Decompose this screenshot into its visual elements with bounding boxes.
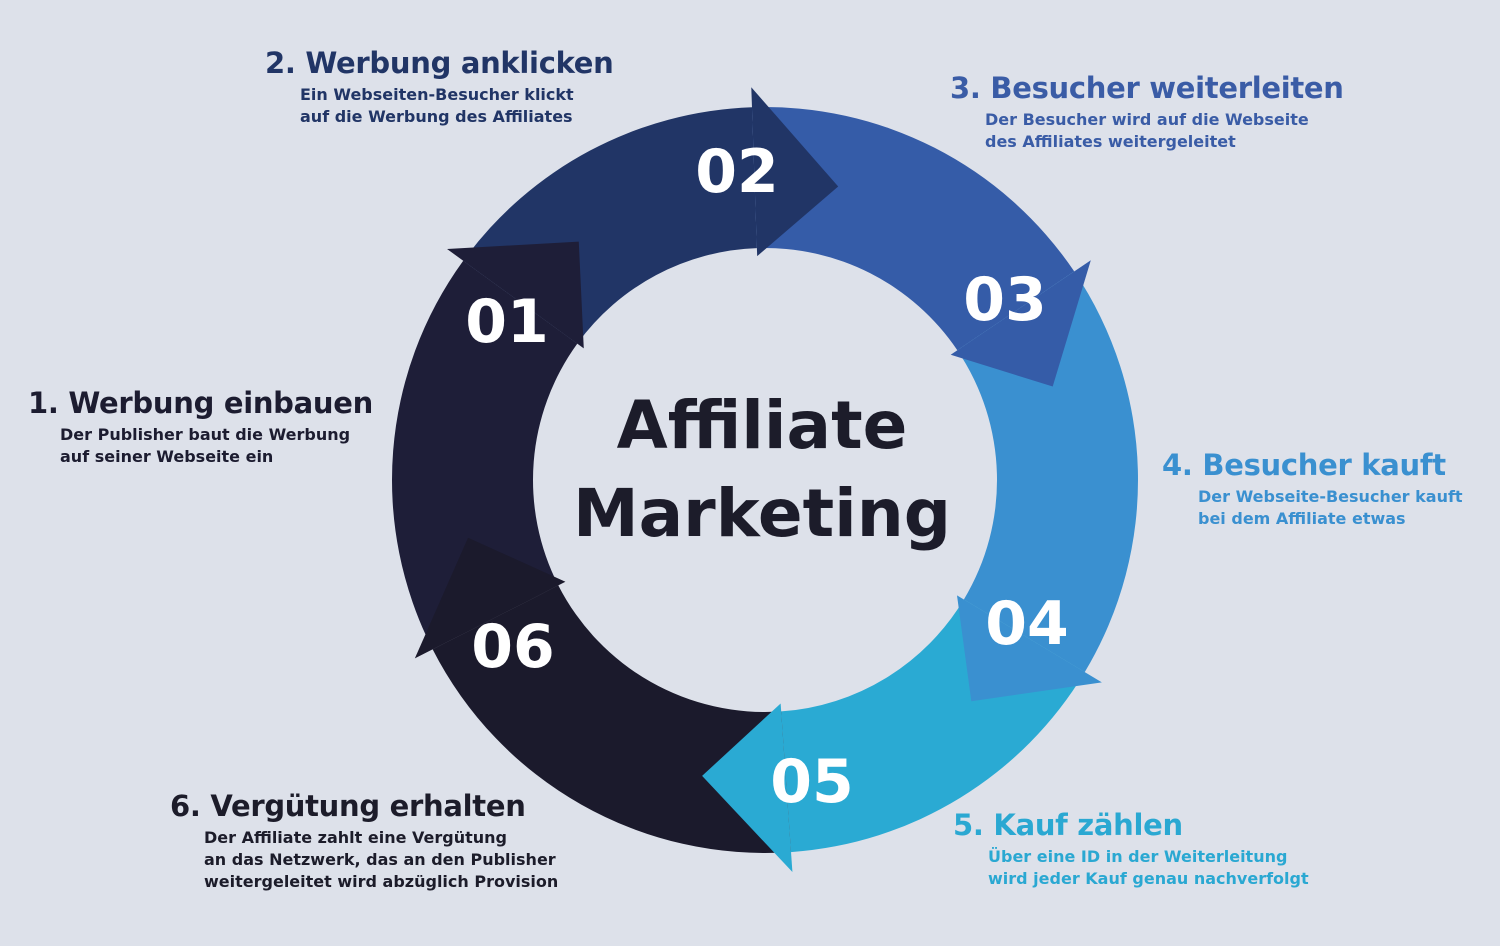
center-title-line1: Affiliate — [617, 387, 908, 464]
step-4-description: 4. Besucher kauft Der Webseite-Besucher … — [1162, 448, 1463, 530]
step-3-description: 3. Besucher weiterleiten Der Besucher wi… — [950, 71, 1344, 153]
step-4-heading: 4. Besucher kauft — [1162, 448, 1446, 482]
step-number-02: 02 — [695, 137, 779, 207]
step-3-line: des Affiliates weitergeleitet — [985, 132, 1236, 151]
step-6-line: an das Netzwerk, das an den Publisher — [204, 850, 556, 869]
arrowhead-01 — [447, 241, 584, 349]
step-1-line: Der Publisher baut die Werbung — [60, 425, 351, 444]
step-4-line: Der Webseite-Besucher kauft — [1198, 487, 1463, 506]
step-2-description: 2. Werbung anklicken Ein Webseiten-Besuc… — [265, 46, 614, 128]
step-1-line: auf seiner Webseite ein — [60, 447, 274, 466]
cycle-segment-06 — [432, 585, 792, 853]
step-number-04: 04 — [985, 589, 1069, 659]
arrowhead-06 — [414, 537, 566, 659]
step-6-line: weitergeleitet wird abzüglich Provision — [204, 872, 559, 891]
step-2-line: Ein Webseiten-Besucher klickt — [300, 85, 574, 104]
step-4-line: bei dem Affiliate etwas — [1198, 509, 1406, 528]
cycle-segment-03 — [751, 107, 1075, 351]
step-2-line: auf die Werbung des Affiliates — [300, 107, 573, 126]
arrowhead-03 — [950, 260, 1091, 387]
step-1-heading: 1. Werbung einbauen — [28, 386, 373, 420]
step-1-description: 1. Werbung einbauen Der Publisher baut d… — [28, 386, 373, 468]
step-5-description: 5. Kauf zählen Über eine ID in der Weite… — [953, 808, 1309, 890]
cycle-segment-04 — [957, 271, 1138, 673]
arrowhead-04 — [957, 595, 1102, 702]
step-number-06: 06 — [471, 612, 555, 682]
arrowhead-05 — [702, 703, 793, 873]
step-6-line: Der Affiliate zahlt eine Vergütung — [204, 828, 507, 847]
step-number-03: 03 — [963, 265, 1047, 335]
step-3-heading: 3. Besucher weiterleiten — [950, 71, 1344, 105]
step-number-01: 01 — [465, 287, 549, 357]
step-5-heading: 5. Kauf zählen — [953, 808, 1183, 842]
step-2-heading: 2. Werbung anklicken — [265, 46, 614, 80]
step-6-description: 6. Vergütung erhalten Der Affiliate zahl… — [170, 789, 558, 893]
arrowhead-02 — [751, 87, 839, 257]
cycle-segment-01 — [392, 260, 578, 650]
step-5-line: Über eine ID in der Weiterleitung — [988, 847, 1288, 866]
step-number-05: 05 — [770, 747, 854, 817]
step-5-line: wird jeder Kauf genau nachverfolgt — [988, 869, 1309, 888]
center-title-line2: Marketing — [573, 475, 951, 552]
step-6-heading: 6. Vergütung erhalten — [170, 789, 526, 823]
step-3-line: Der Besucher wird auf die Webseite — [985, 110, 1309, 129]
